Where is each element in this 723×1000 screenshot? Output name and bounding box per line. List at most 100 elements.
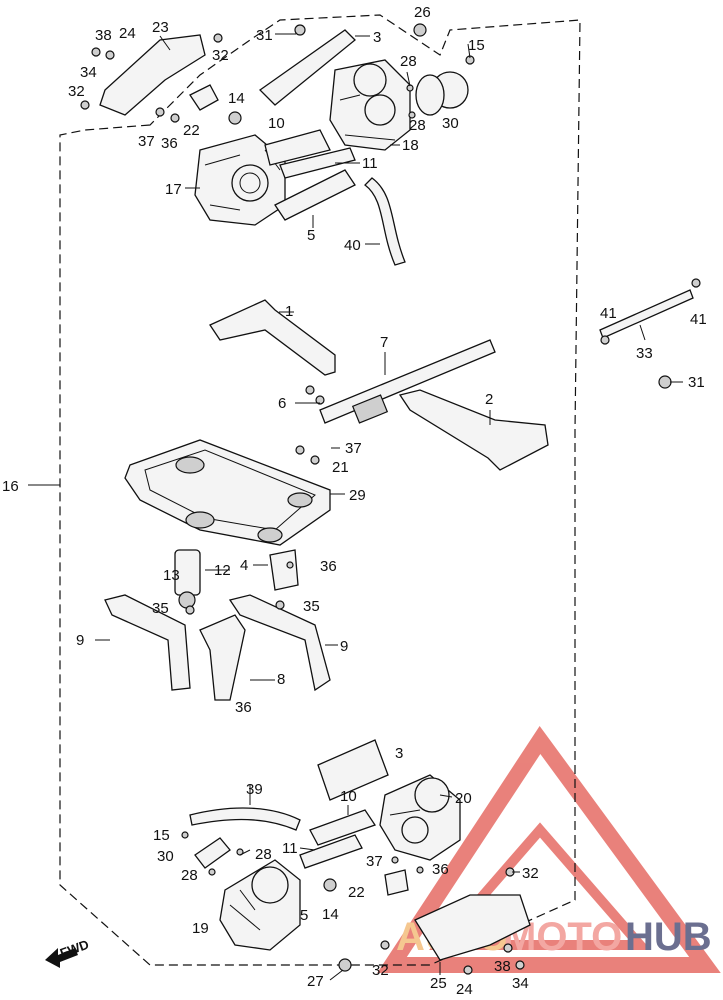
shaft-33 (599, 289, 694, 339)
label-36-lower: 36 (235, 699, 252, 716)
label-36-bottom: 36 (432, 861, 449, 878)
label-40: 40 (344, 237, 361, 254)
label-31-right: 31 (688, 374, 705, 391)
label-9-right: 9 (340, 638, 348, 655)
label-32-bottom: 32 (372, 962, 389, 979)
link-plate-1 (209, 299, 336, 376)
label-26: 26 (414, 4, 431, 21)
label-21: 21 (332, 459, 349, 476)
label-5-bottom: 5 (300, 907, 308, 924)
bracket-22-bottom (384, 869, 409, 896)
fwd-label: FWD (58, 937, 91, 961)
cover-25 (414, 894, 531, 961)
link-arm-8 (199, 614, 246, 701)
carburetor-upper-left (194, 134, 286, 226)
label-18: 18 (402, 137, 419, 154)
label-11-bottom: 11 (282, 840, 298, 857)
carburetor-upper-right (329, 59, 411, 151)
label-15-top: 15 (468, 37, 485, 54)
label-15-bottom: 15 (153, 827, 170, 844)
label-16: 16 (2, 478, 19, 495)
label-22-bottom: 22 (348, 884, 365, 901)
label-35-left: 35 (152, 600, 169, 617)
label-36-top: 36 (161, 135, 178, 152)
link-arm-9-right (228, 594, 331, 692)
label-22-top: 22 (183, 122, 200, 139)
label-25: 25 (430, 975, 447, 992)
label-30-bottom: 30 (157, 848, 174, 865)
stay-plate-3-bottom (317, 739, 389, 801)
link-arm-9-left (104, 594, 191, 691)
link-4 (269, 549, 299, 591)
carburetor-lower-right (379, 774, 461, 861)
label-1: 1 (285, 303, 293, 320)
label-12: 12 (214, 562, 231, 579)
label-32-left: 32 (68, 83, 85, 100)
link-12-13 (174, 549, 201, 609)
label-29: 29 (349, 487, 366, 504)
hose-39 (189, 807, 301, 831)
label-5-top: 5 (307, 227, 315, 244)
label-39: 39 (246, 781, 263, 798)
label-17: 17 (165, 181, 182, 198)
air-cover-30-bottom (194, 837, 231, 869)
label-28-bottom: 28 (255, 846, 272, 863)
label-36-mid: 36 (320, 558, 337, 575)
label-4: 4 (240, 557, 248, 574)
leader-lines (28, 33, 683, 981)
air-cover-30-top (415, 71, 469, 116)
label-6: 6 (278, 395, 286, 412)
label-30-top: 30 (442, 115, 459, 132)
throttle-shaft-7 (319, 339, 496, 424)
carburetor-lower-left (219, 859, 301, 951)
label-37-top: 37 (138, 133, 155, 150)
label-2: 2 (485, 391, 493, 408)
label-10-top: 10 (268, 115, 285, 132)
hose-40 (364, 177, 406, 266)
stay-plate-3-top (258, 29, 356, 106)
label-24-top: 24 (119, 25, 136, 42)
label-34-top: 34 (80, 64, 97, 81)
label-31-top: 31 (256, 27, 273, 44)
label-28-top: 28 (400, 53, 417, 70)
label-41-right: 41 (690, 311, 707, 328)
label-14-top: 14 (228, 90, 245, 107)
label-41-left: 41 (600, 305, 617, 322)
label-8: 8 (277, 671, 285, 688)
label-10-bottom: 10 (340, 788, 357, 805)
label-24-bottom: 24 (456, 981, 473, 998)
label-37-bottom: 37 (366, 853, 383, 870)
chamber-frame (124, 439, 331, 546)
label-13: 13 (163, 567, 180, 584)
assembly-boundary (59, 14, 581, 966)
label-38-top: 38 (95, 27, 112, 44)
label-11-top: 11 (362, 155, 378, 172)
label-14-bottom: 14 (322, 906, 339, 923)
label-20: 20 (455, 790, 472, 807)
label-7: 7 (380, 334, 388, 351)
label-28-bottom-left: 28 (181, 867, 198, 884)
fasteners (80, 23, 701, 975)
label-38-bottom: 38 (494, 958, 511, 975)
label-37-mid: 37 (345, 440, 362, 457)
bracket-10-11-bottom (299, 809, 377, 869)
link-plate-2 (398, 389, 549, 471)
label-9-left: 9 (76, 632, 84, 649)
label-28-mid: 28 (409, 117, 426, 134)
label-33: 33 (636, 345, 653, 362)
label-34-bottom: 34 (512, 975, 529, 992)
part-labels: 1 2 3 3 4 5 5 6 7 8 9 9 10 10 11 11 12 1… (2, 4, 707, 998)
label-3-bottom: 3 (395, 745, 403, 762)
bracket-22-top (189, 84, 219, 111)
watermark-hub: HUB (625, 915, 712, 959)
bracket-23 (99, 34, 206, 116)
bracket-5-top (274, 169, 356, 221)
label-32-right: 32 (522, 865, 539, 882)
label-3-top: 3 (373, 29, 381, 46)
label-32-top: 32 (212, 47, 229, 64)
label-35-right: 35 (303, 598, 320, 615)
fwd-arrow-icon: FWD (45, 937, 91, 968)
label-19: 19 (192, 920, 209, 937)
bracket-10-11-top (264, 129, 356, 179)
label-27: 27 (307, 973, 324, 990)
